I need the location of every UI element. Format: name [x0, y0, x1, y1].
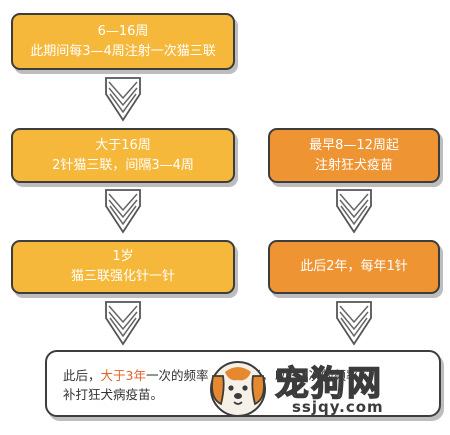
- box-rabies-start: 最早8—12周起 注射狂犬疫苗: [268, 128, 440, 183]
- box-rabies-start-title: 最早8—12周起: [309, 137, 399, 153]
- bottom-prefix: 此后，: [63, 368, 101, 383]
- watermark-url: ssjqy.com: [292, 398, 384, 416]
- box-rabies-yearly: 此后2年，每年1针: [268, 240, 440, 294]
- bottom-highlight: 大于3年: [100, 368, 146, 383]
- striped-down-arrow-icon: [336, 301, 372, 346]
- box-6-16-weeks: 6—16周 此期间每3—4周注射一次猫三联: [11, 13, 235, 70]
- box-over-16-weeks-title: 大于16周: [95, 137, 151, 153]
- striped-down-arrow-icon: [105, 189, 141, 234]
- bottom-tail: 次的频率: [308, 368, 359, 383]
- striped-down-arrow-icon: [105, 301, 141, 346]
- bottom-rest: 一次的频率: [145, 368, 209, 383]
- dog-face-icon: [210, 361, 266, 417]
- box-1-year-title: 1岁: [112, 249, 134, 264]
- striped-down-arrow-icon: [105, 77, 141, 122]
- box-over-16-weeks-text: 2针猫三联，间隔3—4周: [52, 157, 194, 173]
- striped-down-arrow-icon: [336, 189, 372, 234]
- box-6-16-weeks-title: 6—16周: [97, 23, 149, 39]
- box-rabies-start-text: 注射狂犬疫苗: [314, 157, 393, 173]
- box-6-16-weeks-text: 此期间每3—4周注射一次猫三联: [30, 43, 216, 59]
- watermark-brand: 宠狗网: [274, 363, 383, 405]
- bottom-summary-box: 此后，大于3年一次的频率三联，以次的频率 补打狂犬病疫苗。: [45, 350, 441, 417]
- box-1-year-text: 猫三联强化针一针: [70, 269, 175, 284]
- bottom-summary-line2: 补打狂犬病疫苗。: [63, 387, 164, 402]
- box-rabies-yearly-text: 此后2年，每年1针: [300, 259, 408, 274]
- box-over-16-weeks: 大于16周 2针猫三联，间隔3—4周: [11, 128, 235, 183]
- box-1-year: 1岁 猫三联强化针一针: [11, 240, 235, 294]
